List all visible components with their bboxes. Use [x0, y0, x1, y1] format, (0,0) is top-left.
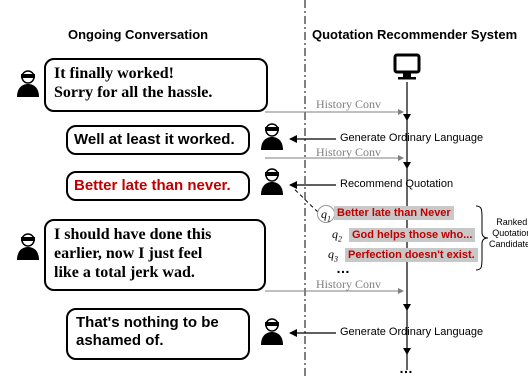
- flow-arrowhead: [403, 304, 411, 311]
- candidates-brace: [475, 205, 489, 271]
- bubble-line: earlier, now I just feel: [54, 245, 203, 263]
- system-header: Quotation Recommender System: [312, 27, 518, 42]
- conversation-bubble-bot: That's nothing to be ashamed of.: [66, 308, 250, 360]
- selection-curve: [292, 187, 319, 213]
- conversation-bubble-user: It finally worked! Sorry for all the has…: [44, 58, 268, 112]
- user-icon: [17, 70, 39, 97]
- flow-arrowhead: [403, 162, 411, 169]
- history-label: History Conv: [316, 277, 382, 291]
- conversation-bubble-bot: Well at least it worked.: [66, 125, 250, 155]
- generate-label: Generate Ordinary Language: [340, 132, 484, 144]
- monitor-icon: [393, 53, 421, 80]
- candidate-quote: Perfection doesn't exist.: [345, 248, 478, 262]
- candidate-quote: Better late than Never: [334, 206, 454, 220]
- candidate-tag: q2: [332, 227, 342, 244]
- candidate-tag: q1: [317, 205, 335, 223]
- ranked-candidates-label: Ranked Quotation Candidates: [489, 217, 528, 249]
- bubble-line: Well at least it worked.: [74, 131, 235, 148]
- bubble-line: Better late than never.: [74, 177, 231, 194]
- candidate-quote: God helps those who...: [349, 228, 476, 242]
- candidates-ellipsis: …: [336, 260, 350, 276]
- flow-arrowhead: [403, 348, 411, 355]
- bubble-line: Sorry for all the hassle.: [54, 84, 213, 102]
- recommend-label: Recommend Quotation: [340, 178, 454, 190]
- user-icon: [17, 233, 39, 260]
- conversation-bubble-user: I should have done this earlier, now I j…: [44, 219, 266, 291]
- bubble-line: I should have done this: [54, 226, 212, 243]
- conversation-bubble-quote: Better late than never.: [66, 171, 250, 201]
- bot-icon: [261, 123, 283, 150]
- generate-label: Generate Ordinary Language: [340, 326, 484, 338]
- history-label: History Conv: [316, 145, 382, 159]
- flow-arrowhead: [403, 114, 411, 121]
- bubble-line: That's nothing to be: [76, 314, 219, 331]
- bot-icon: [261, 318, 283, 345]
- flow-continues-ellipsis: …: [399, 360, 413, 376]
- bubble-line: ashamed of.: [76, 332, 164, 349]
- bot-icon: [261, 168, 283, 195]
- bubble-line: It finally worked!: [54, 65, 174, 82]
- history-label: History Conv: [316, 97, 382, 111]
- bubble-line: like a total jerk wad.: [54, 264, 195, 282]
- candidate-tag: q3: [328, 247, 338, 264]
- conversation-header: Ongoing Conversation: [68, 27, 209, 42]
